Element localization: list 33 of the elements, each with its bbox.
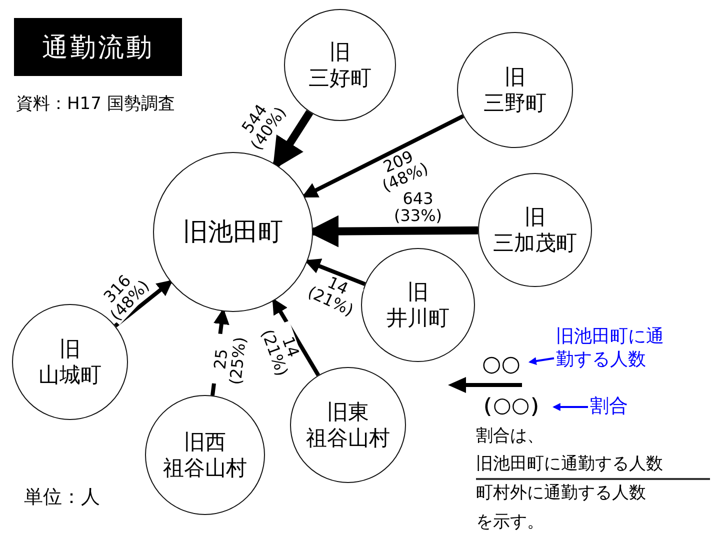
town-name: 山城町 bbox=[38, 362, 102, 388]
note-text: を示す。 bbox=[476, 512, 544, 532]
leader-arrow bbox=[528, 357, 554, 365]
legend-symbol: ○○ bbox=[482, 352, 520, 378]
town-name: 旧 bbox=[524, 204, 546, 230]
town-name: 旧 bbox=[408, 278, 428, 305]
edge-label: 25 (25%) bbox=[210, 333, 250, 387]
town-name: 祖谷山村 bbox=[306, 425, 390, 452]
town-name: 祖谷山村 bbox=[163, 455, 247, 482]
town-name: 旧 bbox=[330, 38, 350, 65]
flow-arrow bbox=[272, 298, 320, 376]
fraction-numerator: 旧池田町に通勤する人数 bbox=[476, 454, 663, 474]
town-name: 井川町 bbox=[386, 305, 450, 332]
unit-note: 単位：人 bbox=[24, 486, 100, 509]
source-note: 資料：H17 国勢調査 bbox=[16, 94, 175, 114]
leader-arrow bbox=[552, 403, 588, 411]
legend-symbol: （○○） bbox=[472, 393, 551, 418]
note-text: 割合は、 bbox=[476, 426, 544, 446]
town-name: 旧西 bbox=[184, 428, 226, 455]
town-name: 三好町 bbox=[308, 65, 372, 92]
flow-arrow bbox=[302, 114, 464, 198]
town-name: 三野町 bbox=[484, 90, 546, 116]
legend-note: 割合 bbox=[590, 395, 628, 418]
title-banner: 通勤流動 bbox=[14, 18, 182, 76]
town-name: 旧東 bbox=[327, 398, 369, 425]
town-name: 旧 bbox=[504, 64, 526, 90]
legend-note: 旧池田町に通勤する人数 bbox=[556, 326, 668, 371]
town-name: 旧池田町 bbox=[183, 216, 283, 248]
town-name: 三加茂町 bbox=[493, 230, 577, 256]
flow-arrow bbox=[114, 280, 173, 328]
town-name: 旧 bbox=[60, 336, 80, 362]
edge-label: 643 (33%) bbox=[392, 191, 444, 225]
fraction-denominator: 町村外に通勤する人数 bbox=[476, 483, 646, 504]
